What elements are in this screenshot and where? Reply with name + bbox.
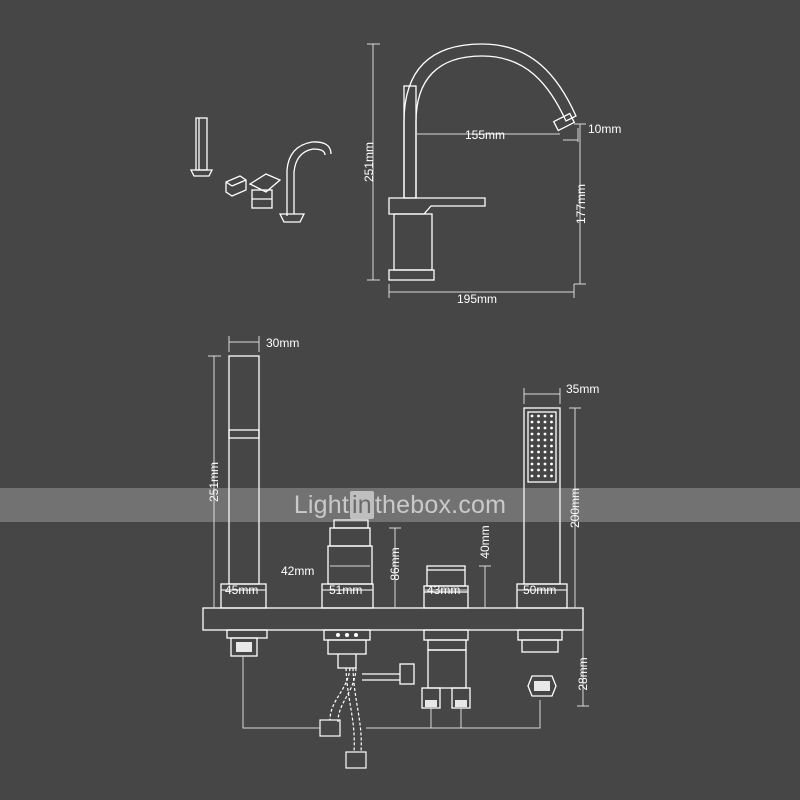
top-spout-label: 10mm	[588, 122, 621, 136]
mixer-dots	[336, 633, 358, 637]
nozzle-dot	[550, 474, 553, 478]
preview-spout	[278, 141, 332, 223]
fitting-highlights	[236, 642, 550, 707]
nozzle-dot	[543, 420, 547, 424]
shower-base-label: 50mm	[523, 583, 556, 597]
nozzle-dot	[537, 468, 540, 472]
nozzle-dot	[530, 468, 534, 472]
shower-height-label: 200mm	[568, 488, 582, 528]
watermark-mid: in	[350, 491, 374, 519]
top-spout-height-label: 177mm	[574, 184, 588, 224]
nozzle-dot	[537, 474, 540, 478]
nozzle-dot	[537, 438, 540, 442]
nozzle-dot	[550, 462, 553, 466]
nozzle-dot	[537, 450, 540, 454]
connection-lines	[242, 656, 541, 729]
nozzle-dot	[530, 420, 534, 424]
nozzle-dot	[530, 426, 534, 430]
handshower-base-label: 45mm	[225, 583, 258, 597]
nozzle-dot	[537, 420, 540, 424]
nozzle-dot	[543, 432, 547, 436]
braided-hoses	[319, 667, 400, 769]
nozzle-dot	[543, 444, 547, 448]
nozzle-dot	[530, 456, 534, 460]
nozzle-dot	[530, 450, 534, 454]
nozzle-dot	[530, 474, 534, 478]
nozzle-dot	[550, 432, 553, 436]
nozzle-dot	[530, 462, 534, 466]
nozzle-dot	[550, 450, 553, 454]
watermark-post: thebox.com	[374, 491, 507, 519]
nozzle-dot	[530, 414, 534, 418]
dimension-lines	[208, 43, 589, 707]
nozzle-dot	[550, 420, 553, 424]
spout-neck-label: 42mm	[281, 564, 314, 578]
nozzle-dot	[543, 438, 547, 442]
nozzle-dot	[543, 462, 547, 466]
watermark-pre: Light	[293, 491, 350, 519]
nozzle-dot	[543, 450, 547, 454]
nozzle-dot	[550, 456, 553, 460]
under-deck-fittings	[226, 629, 563, 709]
nozzle-dot	[550, 414, 553, 418]
handshower-holder	[220, 355, 267, 609]
nozzle-dot	[543, 414, 547, 418]
nozzle-dot	[537, 414, 540, 418]
nozzle-dot	[550, 444, 553, 448]
nozzle-dot	[537, 432, 540, 436]
nozzle-dot	[543, 456, 547, 460]
nozzle-dot	[550, 438, 553, 442]
nozzle-dot	[530, 438, 534, 442]
nozzle-dot	[543, 426, 547, 430]
nozzle-dot	[530, 444, 534, 448]
nozzle-dot	[537, 462, 540, 466]
nozzle-dot	[550, 468, 553, 472]
spout-height-label: 86mm	[388, 547, 402, 580]
handle-height-label: 40mm	[478, 525, 492, 558]
faucet-side-view	[388, 43, 577, 281]
nozzle-dot	[550, 426, 553, 430]
nozzle-dot	[537, 426, 540, 430]
nozzle-dot	[543, 468, 547, 472]
nozzle-dot	[530, 432, 534, 436]
handle-base-label: 43mm	[427, 583, 460, 597]
preview-handshower	[189, 117, 214, 177]
top-height-label: 251mm	[362, 142, 376, 182]
nozzle-dot	[537, 444, 540, 448]
watermark-banner	[0, 488, 800, 522]
spout-base-label: 51mm	[329, 583, 362, 597]
preview-mixer	[248, 173, 282, 209]
top-reach-label: 155mm	[465, 128, 505, 142]
deck-plate	[202, 607, 584, 631]
nozzle-dot	[543, 474, 547, 478]
nozzle-dot	[537, 456, 540, 460]
preview-handle	[225, 175, 247, 197]
handshower-height-label: 251mm	[207, 462, 221, 502]
shower-head-width-label: 35mm	[566, 382, 599, 396]
top-width-label: 195mm	[457, 292, 497, 306]
shower-nozzle-grid	[530, 414, 553, 478]
handshower-width-label: 30mm	[266, 336, 299, 350]
deck-thickness-label: 28mm	[576, 657, 590, 690]
